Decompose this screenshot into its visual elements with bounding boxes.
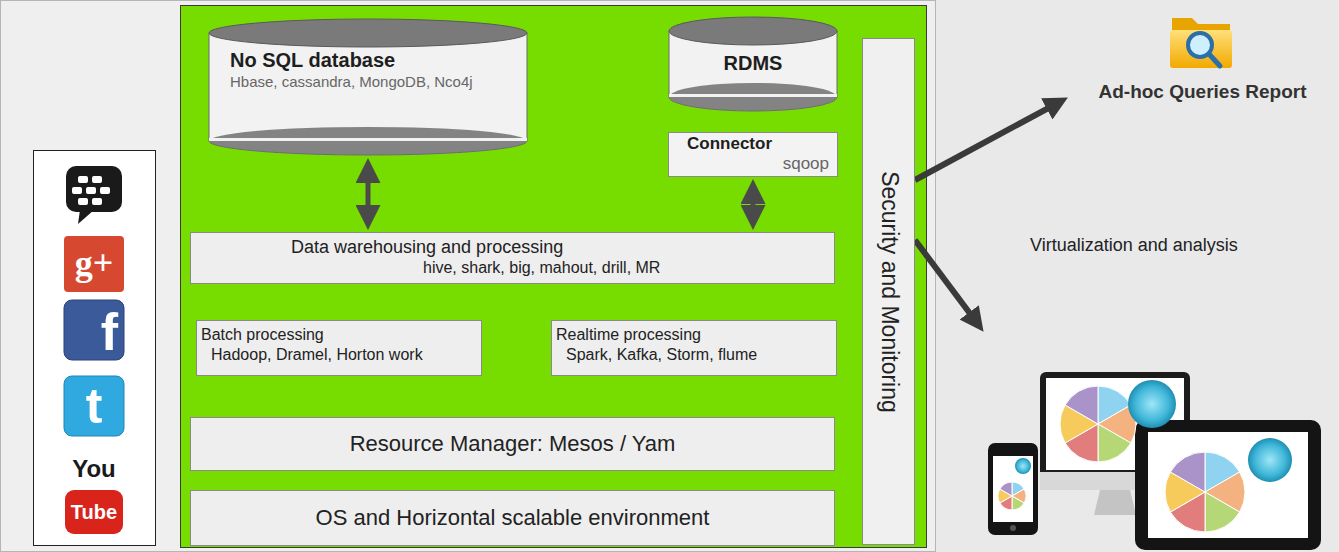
gplus-icon [64,236,124,292]
youtube-tube: Tube [64,490,124,534]
node-title: Realtime processing [556,325,836,345]
node-title: No SQL database [230,48,528,72]
node-title: Connector [669,134,837,154]
rdbms-database: RDMS [668,16,838,112]
report-output: Ad-hoc Queries Report [1070,0,1335,112]
twitter-glyph: t [64,376,124,436]
facebook-glyph: f [64,300,124,364]
node-detail: hive, shark, big, mahout, drill, MR [423,258,834,278]
connector-box: Connectorsqoop [668,132,838,177]
gplus-glyph: g+ [64,236,124,290]
devices-illustration [988,372,1321,550]
node-title: Security and Monitoring [875,171,902,413]
platform-panel [181,6,927,548]
bbm-icon [66,166,122,224]
node-detail: Spark, Kafka, Storm, flume [566,345,836,365]
youtube-you: You [64,452,124,486]
nosql-database: No SQL databaseHbase, cassandra, MongoDB… [208,18,528,156]
batch-box: Batch processingHadoop, Dramel, Horton w… [196,320,482,376]
node-title: Resource Manager: Mesos / Yam [191,431,834,457]
node-title: Virtualization and analysis [1030,234,1335,256]
os-box: OS and Horizontal scalable environment [190,490,835,546]
node-title: Ad-hoc Queries Report [1070,80,1335,104]
left-panel [1,1,936,552]
youtube-icon [64,450,124,542]
analysis-output: Virtualization and analysis [985,228,1335,548]
node-title: Batch processing [201,325,481,345]
node-detail: Hbase, cassandra, MongoDB, Nco4j [230,72,528,92]
output-arrow [915,102,1059,180]
node-detail: Hadoop, Dramel, Horton work [211,345,481,365]
warehouse-box: Data warehousing and processinghive, sha… [190,232,835,284]
twitter-icon [64,376,124,436]
node-title: OS and Horizontal scalable environment [191,505,834,531]
node-detail: sqoop [669,154,837,173]
youtube-red [65,490,123,534]
realtime-box: Realtime processingSpark, Kafka, Storm, … [551,320,837,376]
source-panel [34,151,156,546]
security-band: Security and Monitoring [862,38,915,545]
folder-icon [1170,18,1232,68]
node-title: Data warehousing and processing [291,237,834,258]
resource-box: Resource Manager: Mesos / Yam [190,417,835,471]
output-arrow [915,240,978,324]
double-arrow [751,189,756,220]
node-title: RDMS [668,52,838,75]
double-arrow [366,168,371,220]
